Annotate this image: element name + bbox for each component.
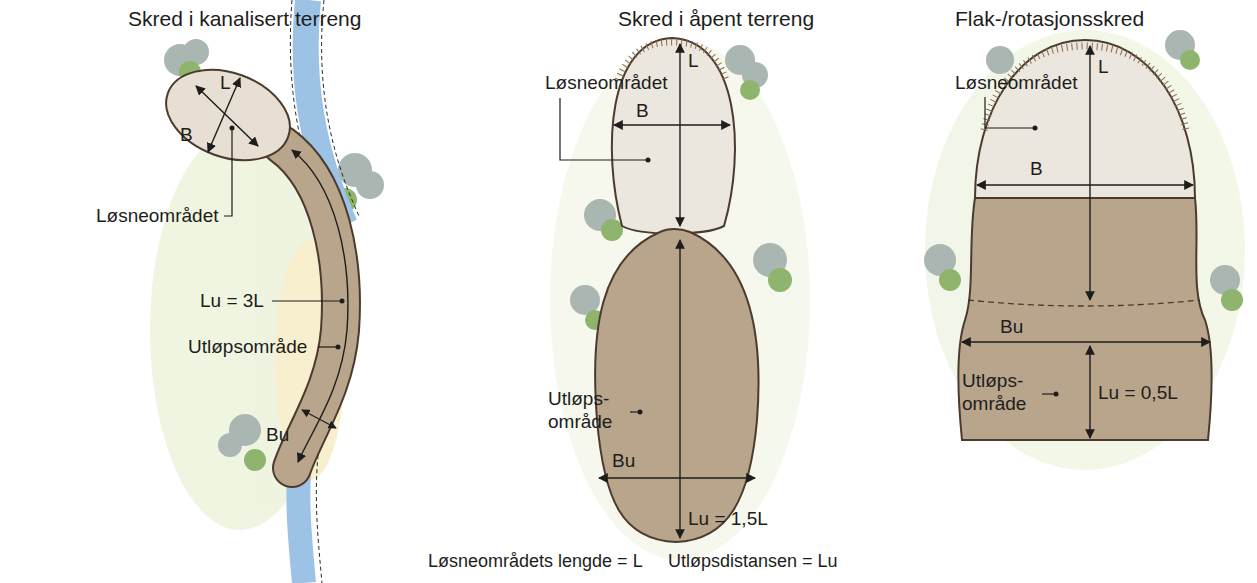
art-path: [595, 229, 758, 542]
art-ellipse: [153, 54, 302, 177]
art-path: [612, 38, 735, 234]
art-path: [975, 40, 1195, 198]
art-circle: [986, 46, 1014, 74]
art-ellipse: [925, 30, 1245, 470]
art-circle: [244, 449, 266, 471]
dimension-label: Bu: [266, 424, 289, 447]
art-path: [318, 346, 338, 347]
art-path: [282, 145, 341, 468]
panel-title: Skred i kanalisert terreng: [128, 6, 361, 31]
art-ellipse: [550, 40, 810, 560]
channel-runout: [282, 145, 348, 468]
art-line: [977, 184, 1193, 185]
runout-area-2: [595, 229, 758, 542]
art-path: [316, 455, 322, 583]
release-area-3: [975, 40, 1195, 198]
leader-lines-1: [224, 128, 342, 428]
art-circle: [601, 219, 623, 241]
dimension-label: Lu = 1,5L: [688, 508, 768, 531]
art-circle: [1033, 126, 1038, 131]
art-path: [560, 98, 648, 160]
art-line: [599, 477, 755, 478]
dimension-arrows-2: [560, 44, 755, 538]
dimension-label: Lu = 0,5L: [1098, 382, 1178, 405]
dimension-label: Bu: [612, 450, 635, 473]
art-line: [302, 410, 336, 428]
art-circle: [183, 39, 209, 65]
art-line: [1089, 46, 1090, 300]
dimension-label: Bu: [1000, 316, 1023, 339]
art-circle: [939, 269, 961, 291]
art-line: [1089, 346, 1090, 438]
art-circle: [768, 268, 792, 292]
area-label: Løsneområdet: [955, 72, 1078, 95]
area-label: Utløps- område: [548, 388, 630, 434]
art-line: [679, 240, 680, 538]
art-circle: [1180, 50, 1200, 70]
release-area-2: [612, 38, 735, 234]
panel-title: Skred i åpent terreng: [618, 6, 814, 31]
dimension-label: L: [1098, 56, 1109, 79]
art-circle: [638, 410, 643, 415]
art-path: [224, 128, 232, 216]
art-line: [679, 44, 680, 226]
art-circle: [218, 433, 242, 457]
art-path: [272, 300, 342, 301]
caption-text: Utløpsdistansen = Lu: [668, 551, 838, 573]
art-path: [968, 300, 1200, 306]
dimension-label: B: [636, 100, 649, 123]
art-path: [282, 145, 341, 468]
art-circle: [340, 299, 345, 304]
area-label: Utløpsområde: [188, 336, 307, 359]
dimension-label: B: [1030, 158, 1043, 181]
area-label: Løsneområdet: [545, 72, 668, 95]
art-line: [962, 341, 1210, 342]
dimension-label: L: [220, 72, 231, 95]
art-circle: [1054, 392, 1059, 397]
art-circle: [740, 80, 760, 100]
art-path: [985, 97, 1035, 128]
art-circle: [230, 126, 235, 131]
area-label: Løsneområdet: [96, 205, 219, 228]
art-circle: [1221, 289, 1243, 311]
art-line: [614, 124, 730, 125]
release-area-1: [153, 54, 302, 177]
panel-title: Flak-/rotasjonsskred: [955, 6, 1144, 31]
dimension-label: L: [688, 50, 699, 73]
art-line: [196, 86, 258, 146]
art-circle: [646, 158, 651, 163]
dimension-label: Lu = 3L: [200, 290, 264, 313]
area-label: Utløps- område: [962, 370, 1044, 416]
art-circle: [336, 345, 341, 350]
art-path: [292, 150, 348, 462]
dimension-label: B: [180, 124, 193, 147]
art-path: [958, 198, 1212, 440]
caption-text: Løsneområdets lengde = L: [428, 551, 643, 573]
art-circle: [356, 171, 384, 199]
runout-area-3: [958, 198, 1212, 440]
leader-dots: [230, 126, 345, 350]
dimension-arrows-3: [962, 46, 1210, 438]
leader-dots: [638, 158, 651, 415]
